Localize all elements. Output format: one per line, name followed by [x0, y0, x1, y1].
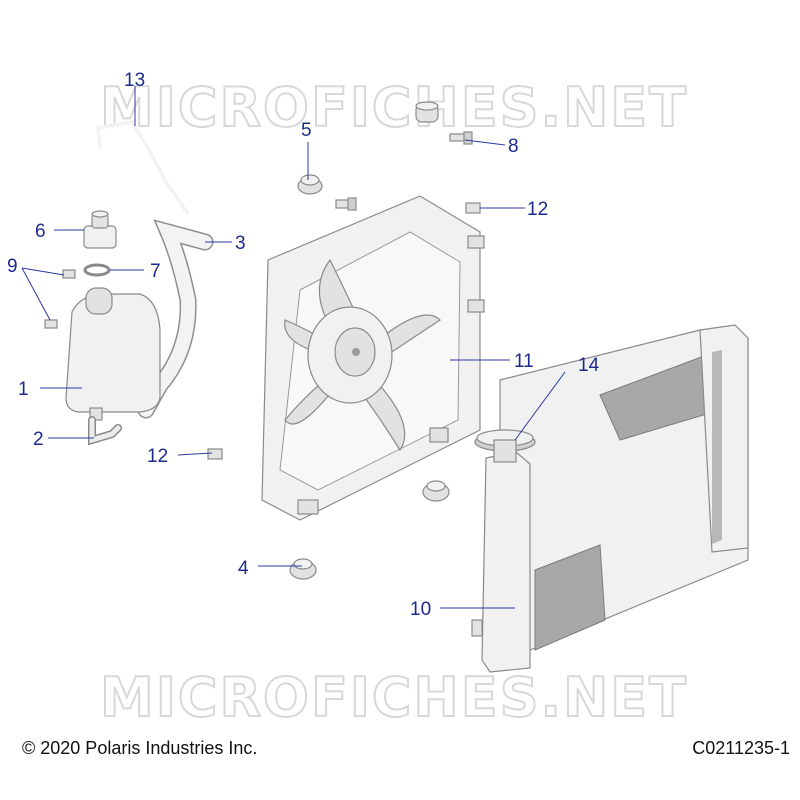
callout-3: 3: [235, 233, 246, 254]
grommet-4: [289, 558, 317, 580]
callout-14: 14: [578, 355, 600, 376]
callout-2: 2: [33, 429, 44, 450]
fan-grommet: [297, 174, 323, 195]
stud-upper: [465, 202, 481, 214]
callout-7: 7: [150, 261, 161, 282]
radiator: [471, 324, 749, 673]
fan-bolt: [335, 197, 357, 211]
callout-11: 11: [514, 351, 534, 372]
radiator-core-bottom: [534, 544, 606, 651]
callout-8: 8: [508, 136, 519, 157]
callout-12-upper: 12: [527, 199, 548, 220]
fan-shroud: [261, 195, 485, 521]
reservoir-cap: [83, 210, 117, 249]
stud-lower: [207, 448, 223, 460]
watermark-top: MICROFICHES.NET: [100, 76, 688, 139]
callout-9: 9: [7, 256, 18, 277]
callout-13: 13: [124, 70, 145, 91]
top-grommet: [415, 101, 439, 123]
callout-5: 5: [301, 120, 312, 141]
callout-4: 4: [238, 558, 249, 579]
callout-1: 1: [18, 379, 29, 400]
copyright-notice: © 2020 Polaris Industries Inc.: [22, 738, 258, 758]
reservoir-fitting: [88, 416, 122, 446]
callout-10: 10: [410, 599, 431, 620]
vent-hose: [96, 120, 190, 215]
watermark-bottom: MICROFICHES.NET: [100, 666, 688, 729]
o-ring: [83, 263, 111, 277]
reservoir-screws: [44, 269, 76, 329]
lower-grommet: [422, 480, 450, 502]
bolt-8: [449, 131, 473, 145]
diagram-id: C0211235-1: [692, 738, 790, 758]
coolant-reservoir: [65, 287, 161, 421]
callout-6: 6: [35, 221, 46, 242]
callout-12-lower: 12: [147, 446, 168, 467]
radiator-hose: [137, 219, 214, 419]
